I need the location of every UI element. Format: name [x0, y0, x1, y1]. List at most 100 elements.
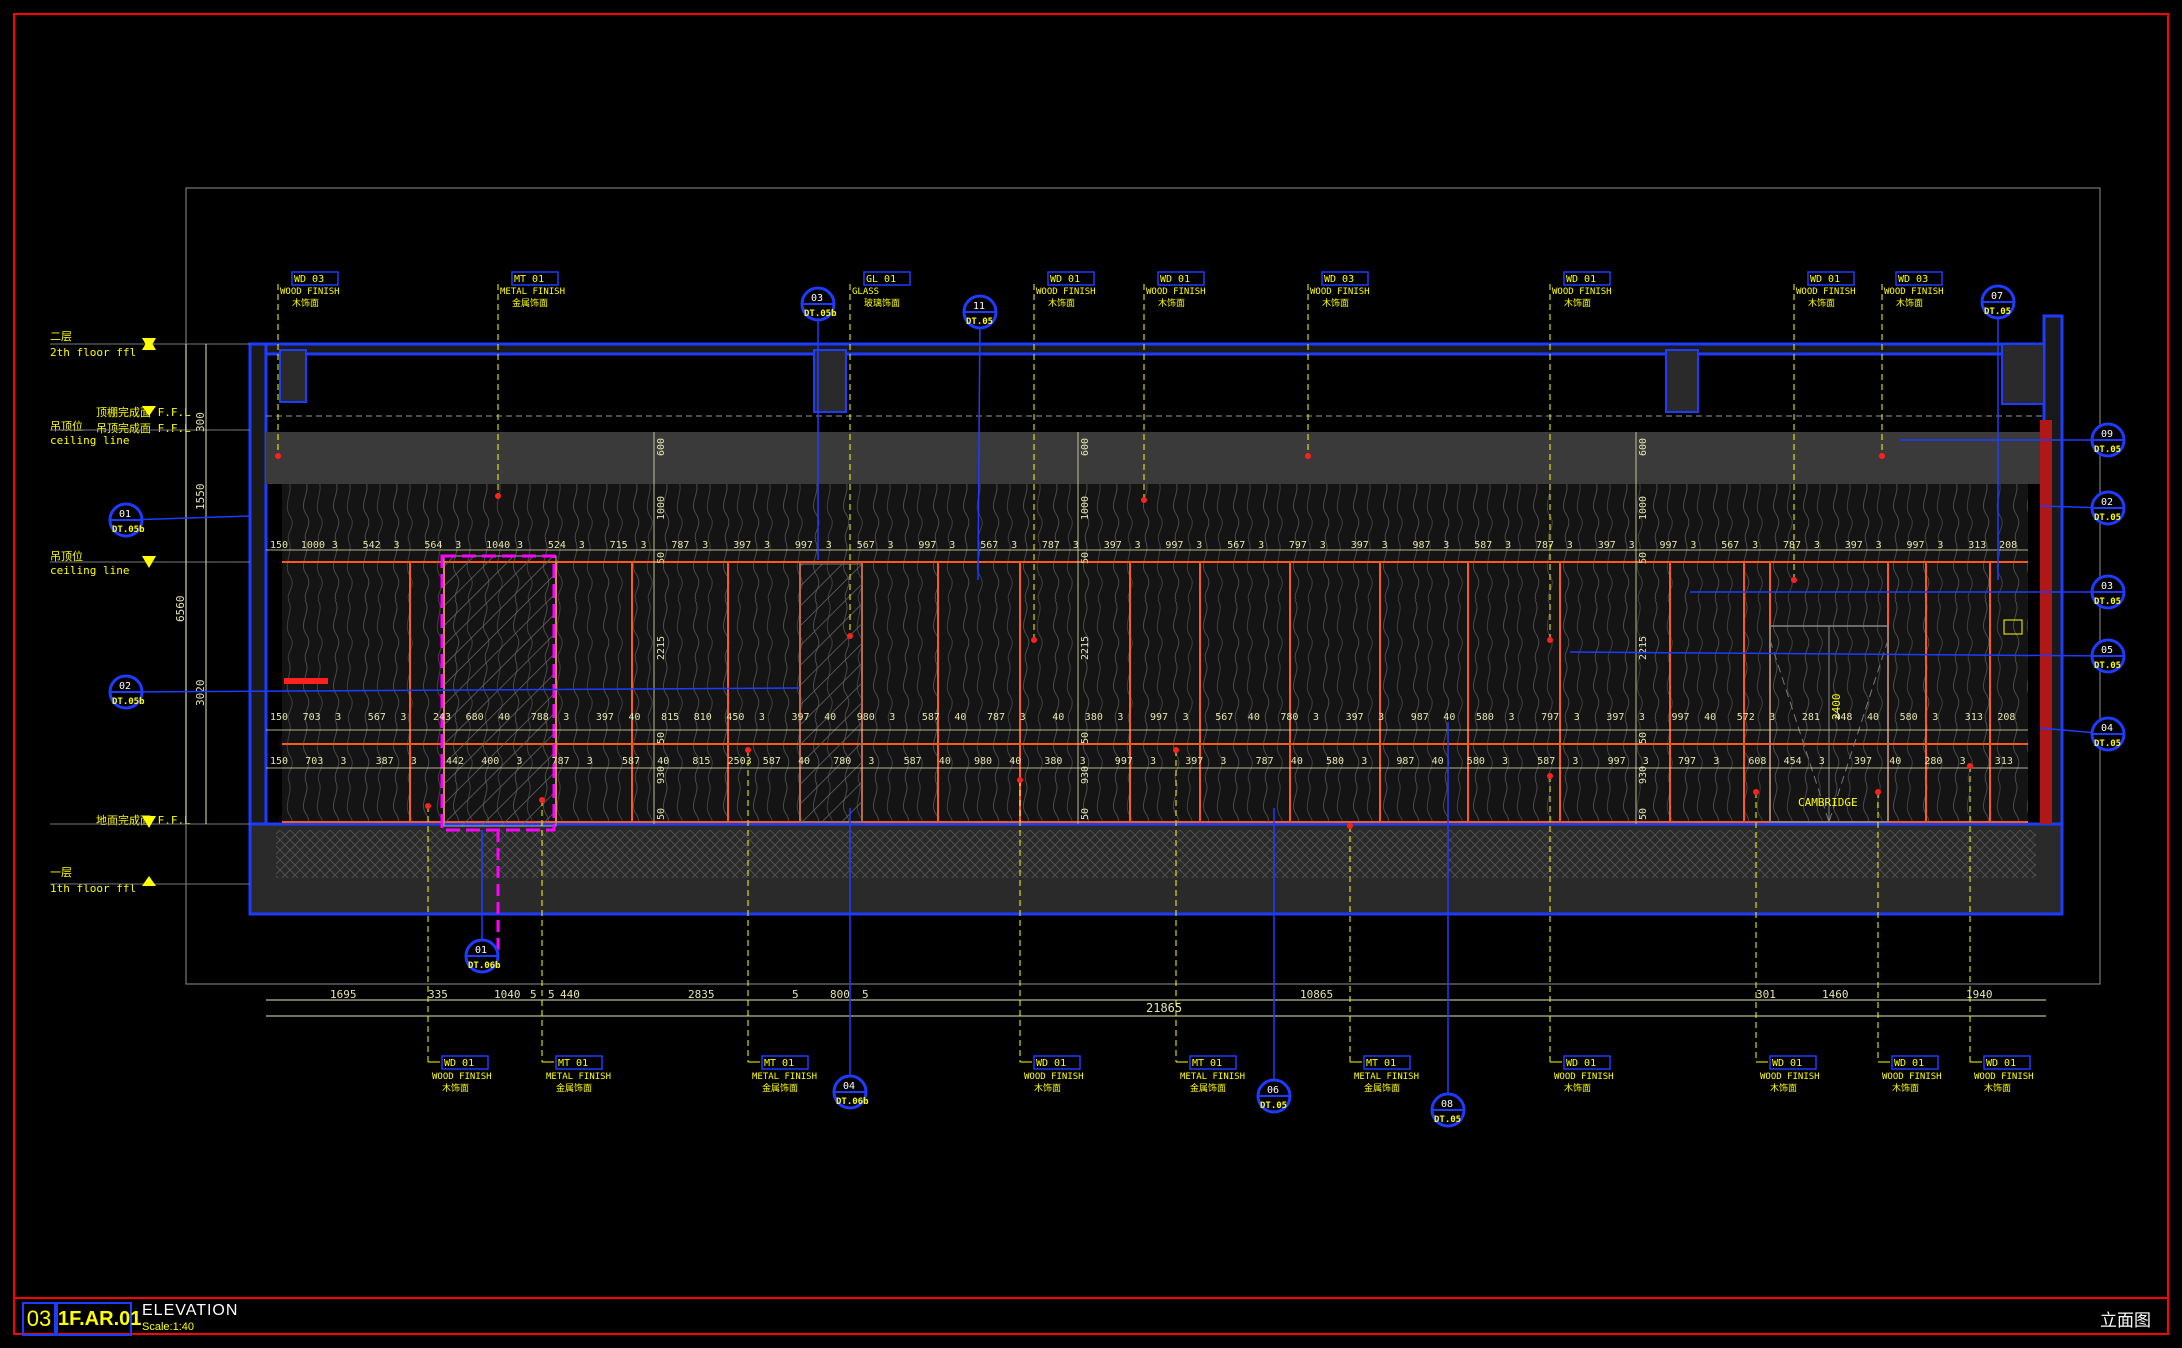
section-line [1569, 651, 2109, 657]
material-cn: 木饰面 [1984, 1082, 2011, 1094]
callout-box [1807, 271, 1855, 286]
left-vertical-dims: 300 1550 6560 3020 [174, 344, 207, 824]
dim-label: 3 [1690, 540, 1696, 551]
material-en: METAL FINISH [1354, 1072, 1419, 1082]
dim-label: 397 [1185, 756, 1203, 767]
callout-box [1047, 271, 1095, 286]
dim-label: 400 [481, 756, 499, 767]
leader-dot [1017, 777, 1023, 783]
section-number: 11 [973, 301, 985, 312]
vdim-label: 50 [1080, 808, 1091, 820]
material-code: WD 01 [1050, 274, 1080, 285]
bottom-dimensions [266, 999, 2046, 1017]
dim-label: 3 [394, 540, 400, 551]
dim-label: 797 [1289, 540, 1307, 551]
dim-label: 3 [868, 756, 874, 767]
material-en: WOOD FINISH [1552, 287, 1612, 297]
bottom-dim-label: 10865 [1300, 988, 1333, 1001]
leader-dot [1031, 637, 1037, 643]
dim-label: 3 [826, 540, 832, 551]
dim-label: 380 [1044, 756, 1062, 767]
dim-label: 397 [1606, 712, 1624, 723]
dim-label: 587 [622, 756, 640, 767]
dim-label: 3 [1443, 540, 1449, 551]
material-cn: 木饰面 [1034, 1082, 1061, 1094]
material-code: WD 01 [1772, 1058, 1802, 1069]
section-sheet: DT.05 [2094, 513, 2121, 523]
dim-label: 280 [1924, 756, 1942, 767]
dim-label: 40 [1052, 712, 1064, 723]
dim-label: 40 [1009, 756, 1021, 767]
exit-sign [2003, 619, 2023, 635]
leader-dot [1967, 763, 1973, 769]
material-code: WD 01 [1810, 274, 1840, 285]
dim-label: 150 [270, 756, 288, 767]
section-sheet: DT.05 [2094, 739, 2121, 749]
material-code: WD 03 [294, 274, 324, 285]
material-cn: 木饰面 [1322, 297, 1349, 309]
dim-label: 387 [376, 756, 394, 767]
dim-label: 587 [1474, 540, 1492, 551]
material-cn: 金属饰面 [512, 297, 548, 309]
material-en: WOOD FINISH [1884, 287, 1944, 297]
vdim-label: 2215 [1080, 636, 1091, 660]
section-markers: 03DT.05b11DT.0507DT.0501DT.05b02DT.05b09… [108, 284, 2126, 1128]
callout-box [761, 1055, 809, 1070]
dim-label: 3 [889, 712, 895, 723]
bottom-dim-label: 1695 [330, 988, 357, 1001]
dim-label: 3 [1258, 540, 1264, 551]
material-en: WOOD FINISH [1146, 287, 1206, 297]
material-cn: 木饰面 [1896, 297, 1923, 309]
dim-label: 3 [516, 756, 522, 767]
dim-label: 3 [411, 756, 417, 767]
material-code: MT 01 [1192, 1058, 1222, 1069]
floor-hatch [276, 830, 2036, 878]
dim-label: 787 [1536, 540, 1554, 551]
material-code: WD 01 [1036, 1058, 1066, 1069]
dim-label: 3 [1752, 540, 1758, 551]
dim-label: 3 [1572, 756, 1578, 767]
material-en: WOOD FINISH [1882, 1072, 1942, 1082]
dim-label: 3 [1713, 756, 1719, 767]
dim-label: 3 [949, 540, 955, 551]
dim-label: 150 [270, 540, 288, 551]
svg-text:1550: 1550 [194, 484, 207, 511]
dim-label: 567 [980, 540, 998, 551]
material-code: WD 03 [1898, 274, 1928, 285]
dim-label: 987 [1411, 712, 1429, 723]
dim-label: 3 [1960, 756, 1966, 767]
section-line [125, 687, 801, 693]
level-ceiling2-label: ceiling line [50, 564, 129, 577]
section-number: 04 [2101, 723, 2113, 734]
dim-label: 40 [1704, 712, 1716, 723]
dim-label: 788 [531, 712, 549, 723]
sheet-frame [13, 13, 2169, 1335]
svg-text:300: 300 [194, 412, 207, 432]
dim-label: 3 [1769, 712, 1775, 723]
material-en: WOOD FINISH [1974, 1072, 2034, 1082]
leader-dot [1141, 497, 1147, 503]
material-code: MT 01 [764, 1058, 794, 1069]
dim-label: 980 [857, 712, 875, 723]
level-ceiling-label: ceiling line [50, 434, 129, 447]
building-structure [248, 314, 2064, 916]
dim-label: 580 [1326, 756, 1344, 767]
leader-dot [1547, 773, 1553, 779]
svg-text:3020: 3020 [194, 680, 207, 707]
dim-label: 3 [1574, 712, 1580, 723]
section-number: 01 [475, 945, 487, 956]
dim-label: 3 [1937, 540, 1943, 551]
bottom-dim-label: 1940 [1966, 988, 1993, 1001]
vdim-label: 600 [656, 438, 667, 456]
